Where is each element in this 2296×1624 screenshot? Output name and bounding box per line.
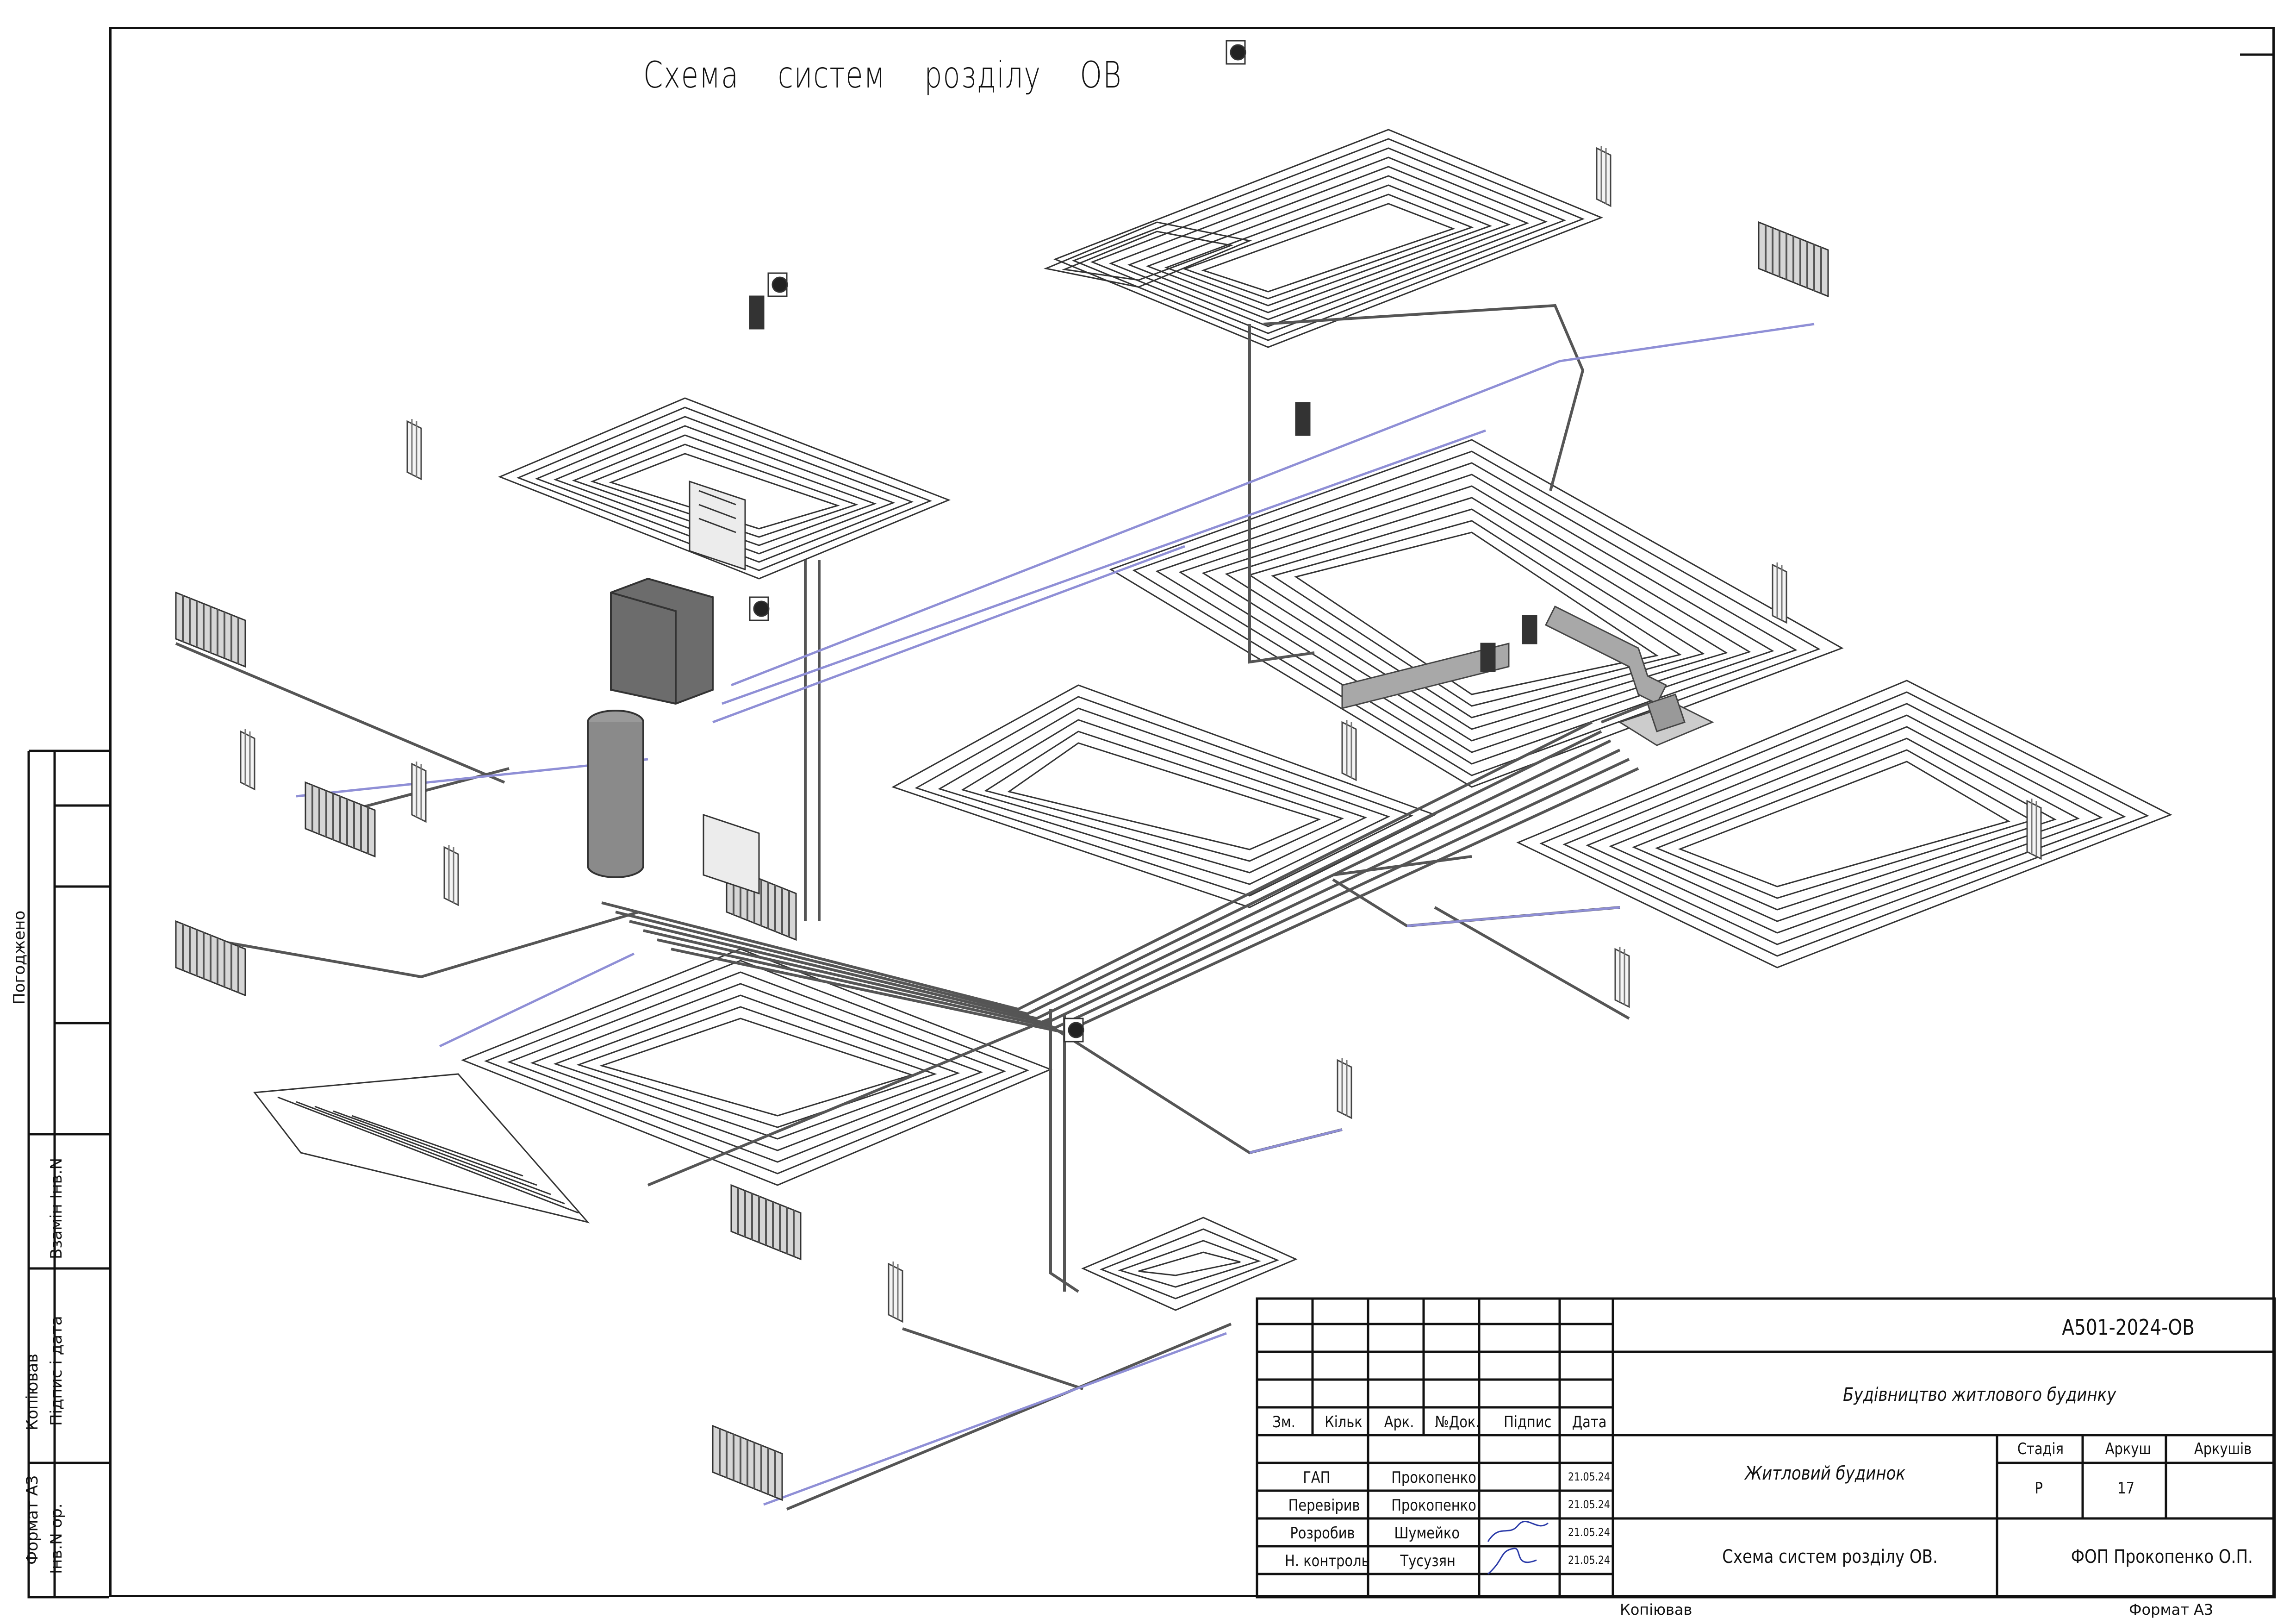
role-developed: Розробив xyxy=(1290,1524,1355,1543)
stage-header: Стадія xyxy=(2017,1440,2064,1458)
date-gap: 21.05.24 xyxy=(1568,1470,1610,1483)
header-date: Дата xyxy=(1572,1413,1607,1431)
approved-label: Погоджено xyxy=(10,910,29,1005)
drawing-title: Схема систем розділу ОВ xyxy=(643,55,1122,96)
object-name: Житловий будинок xyxy=(1745,1463,1905,1484)
replace-inv-label: Взамін Інв.N xyxy=(47,1158,66,1259)
stage-value: Р xyxy=(2035,1479,2043,1498)
name-checked: Прокопенко xyxy=(1391,1496,1476,1515)
margin-format-label: Формат А3 xyxy=(23,1475,42,1565)
date-developed: 21.05.24 xyxy=(1568,1526,1610,1539)
margin-stamp xyxy=(27,750,109,1599)
header-change: Зм. xyxy=(1272,1413,1295,1431)
inv-orig-label: Інв.N ор. xyxy=(47,1503,66,1574)
supply-pipes xyxy=(296,323,1815,1506)
role-norm-control: Н. контроль xyxy=(1285,1552,1369,1570)
role-gap: ГАП xyxy=(1303,1468,1331,1487)
manifolds xyxy=(689,480,760,895)
sheet-header: Аркуш xyxy=(2105,1440,2151,1458)
sheet-title: Схема систем розділу ОВ. xyxy=(1722,1546,1938,1568)
sheet-value: 17 xyxy=(2117,1479,2135,1498)
header-qty: Кільк xyxy=(1325,1413,1363,1431)
name-gap: Прокопенко xyxy=(1391,1468,1476,1487)
date-checked: 21.05.24 xyxy=(1568,1498,1610,1511)
signatures xyxy=(1487,1521,1549,1575)
role-checked: Перевірив xyxy=(1288,1496,1360,1515)
date-norm-control: 21.05.24 xyxy=(1568,1554,1610,1567)
header-signature: Підпис xyxy=(1504,1413,1552,1431)
project-name: Будівництво житлового будинку xyxy=(1843,1384,2116,1405)
header-sheet: Арк. xyxy=(1384,1413,1414,1431)
title-block-grid xyxy=(1256,1297,2276,1599)
header-doc: №Док. xyxy=(1435,1413,1480,1431)
boiler xyxy=(587,577,714,878)
drawing-code: А501-2024-ОВ xyxy=(2062,1315,2195,1340)
footer-format: Формат А3 xyxy=(2129,1601,2214,1618)
margin-copied-label: Копіював xyxy=(23,1353,42,1430)
drawing-frame xyxy=(109,27,2275,1597)
company-name: ФОП Прокопенко О.П. xyxy=(2071,1546,2253,1568)
name-norm-control: Тусузян xyxy=(1400,1552,1456,1570)
name-developed: Шумейко xyxy=(1394,1524,1460,1543)
sign-date-label: Підпис і дата xyxy=(47,1316,66,1426)
sheets-header: Аркушів xyxy=(2194,1440,2252,1458)
ventilation-duct xyxy=(1341,605,1714,746)
fans xyxy=(749,40,1537,1043)
footer-copied: Копіював xyxy=(1620,1601,1692,1618)
